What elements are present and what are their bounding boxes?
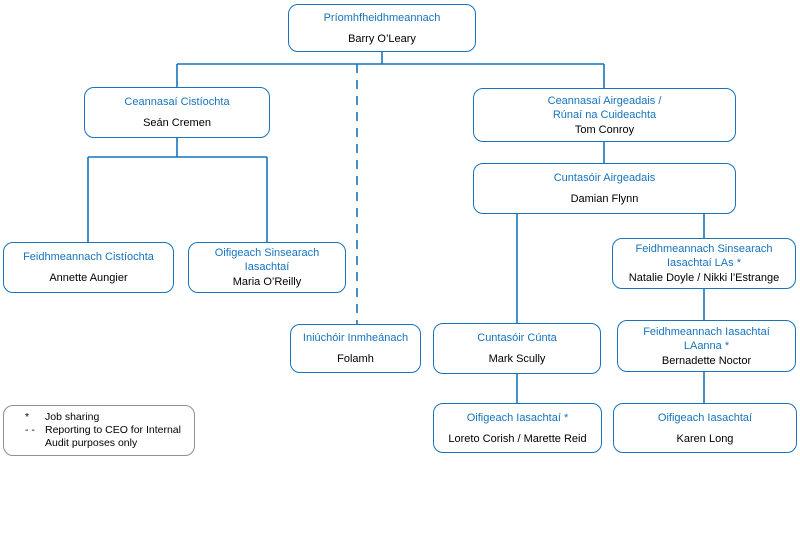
org-node-assistant-accountant-title: Cuntasóir Cúnta [477, 332, 557, 344]
legend-dash-marker: - - [25, 424, 35, 436]
org-node-internal-auditor-title: Iniúchóir Inmheánach [302, 332, 409, 344]
org-node-senior-loans-officer-name: Maria O’Reilly [232, 276, 302, 288]
org-node-loans-officer: Oifigeach Iasachtaí Karen Long [613, 403, 797, 453]
legend-box: * Job sharing - - Reporting to CEO for I… [3, 405, 195, 456]
org-node-financial-accountant-name: Damian Flynn [570, 193, 639, 205]
org-node-ceo-name: Barry O’Leary [348, 32, 416, 45]
org-node-treasury-executive-name: Annette Aungier [49, 272, 128, 284]
org-node-head-treasury-title: Ceannasaí Cistíochta [124, 96, 230, 108]
org-node-head-finance: Ceannasaí Airgeadais / Rúnaí na Cuideach… [473, 88, 736, 142]
org-node-senior-loans-officer: Oifigeach Sinsearach Iasachtaí Maria O’R… [188, 242, 346, 293]
org-node-internal-auditor: Iniúchóir Inmheánach Folamh [290, 324, 421, 373]
legend-row-dashed-line: - - Reporting to CEO for Internal Audit … [25, 424, 186, 450]
legend-job-sharing-text: Job sharing [45, 411, 100, 423]
org-node-loans-officer-title: Oifigeach Iasachtaí [657, 411, 753, 424]
org-node-loans-officer-name: Karen Long [676, 432, 734, 445]
org-node-ceo-title: Príomhfheidhmeannach [323, 11, 441, 24]
org-node-loans-officer-shared-title: Oifigeach Iasachtaí * [466, 411, 569, 424]
org-node-assistant-accountant-name: Mark Scully [488, 353, 546, 365]
org-node-loans-exec-laanna-title: Feidhmeannach Iasachtaí LAanna * [643, 325, 770, 352]
org-node-financial-accountant: Cuntasóir Airgeadais Damian Flynn [473, 163, 736, 214]
org-node-loans-exec-laanna: Feidhmeannach Iasachtaí LAanna * Bernade… [617, 320, 796, 372]
org-node-head-treasury: Ceannasaí Cistíochta Seán Cremen [84, 87, 270, 138]
org-node-loans-exec-laanna-name: Bernadette Noctor [661, 354, 752, 367]
org-node-senior-loans-exec-las: Feidhmeannach Sinsearach Iasachtaí LAs *… [612, 238, 796, 289]
legend-row-job-sharing: * Job sharing [25, 411, 186, 424]
org-node-head-finance-name: Tom Conroy [574, 123, 635, 136]
org-node-loans-officer-shared-name: Loreto Corish / Marette Reid [448, 432, 587, 445]
org-node-internal-auditor-name: Folamh [337, 353, 374, 365]
org-node-senior-loans-officer-title: Oifigeach Sinsearach Iasachtaí [214, 247, 320, 273]
org-node-assistant-accountant: Cuntasóir Cúnta Mark Scully [433, 323, 601, 374]
org-node-head-treasury-name: Seán Cremen [143, 117, 211, 129]
org-node-treasury-executive-title: Feidhmeannach Cistíochta [23, 251, 154, 263]
org-node-financial-accountant-title: Cuntasóir Airgeadais [553, 172, 656, 184]
org-node-senior-loans-exec-las-title: Feidhmeannach Sinsearach Iasachtaí LAs * [635, 243, 773, 269]
legend-dashed-line-text: Reporting to CEO for Internal Audit purp… [45, 424, 181, 449]
org-node-head-finance-title: Ceannasaí Airgeadais / Rúnaí na Cuideach… [547, 94, 662, 121]
legend-asterisk-marker: * [25, 411, 30, 423]
org-node-loans-officer-shared: Oifigeach Iasachtaí * Loreto Corish / Ma… [433, 403, 602, 453]
org-node-ceo: Príomhfheidhmeannach Barry O’Leary [288, 4, 476, 52]
org-node-senior-loans-exec-las-name: Natalie Doyle / Nikki l’Estrange [628, 272, 780, 284]
org-node-treasury-executive: Feidhmeannach Cistíochta Annette Aungier [3, 242, 174, 293]
